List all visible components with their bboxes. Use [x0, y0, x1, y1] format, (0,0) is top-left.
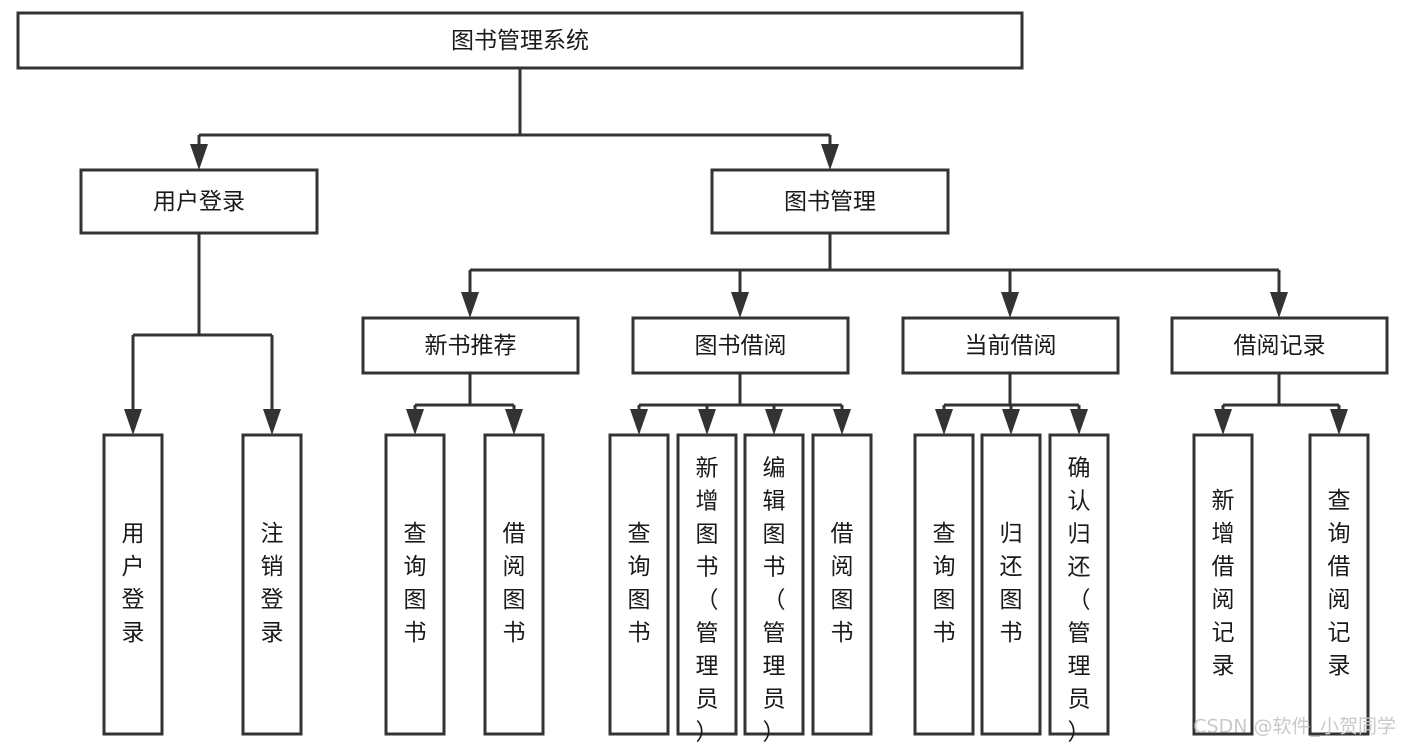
- node-leaf-borrow-add[interactable]: 新增图书（管理员）: [676, 433, 738, 746]
- node-label: 图书借阅: [695, 333, 787, 359]
- arrow-head-icon: [630, 409, 648, 435]
- arrow-head-icon: [935, 409, 953, 435]
- arrow-head-icon: [263, 409, 281, 435]
- node-bookmgmt[interactable]: 图书管理: [710, 168, 950, 235]
- node-login[interactable]: 用户登录: [79, 168, 319, 235]
- node-label: 查询图书: [628, 521, 651, 646]
- node-layer: 图书管理系统用户登录图书管理新书推荐图书借阅当前借阅借阅记录用户登录注销登录查询…: [16, 11, 1389, 746]
- arrow-head-icon: [190, 144, 208, 170]
- arrow-head-icon: [1001, 292, 1019, 318]
- arrow-head-icon: [1270, 292, 1288, 318]
- node-box[interactable]: [743, 433, 805, 736]
- node-leaf-current-return[interactable]: 归还图书: [980, 433, 1042, 736]
- node-leaf-new-borrow[interactable]: 借阅图书: [483, 433, 545, 736]
- connector-group: [461, 233, 1288, 318]
- node-label: 确认归还（管理员）: [1068, 456, 1091, 746]
- node-label: 归还图书: [1000, 521, 1023, 646]
- node-label: 图书管理系统: [451, 28, 589, 54]
- connector-group: [630, 373, 851, 435]
- node-box[interactable]: [710, 168, 950, 235]
- node-label: 查询图书: [404, 521, 427, 646]
- node-records[interactable]: 借阅记录: [1170, 316, 1389, 375]
- node-box[interactable]: [361, 316, 580, 375]
- node-box[interactable]: [608, 433, 670, 736]
- node-label: 编辑图书（管理员）: [763, 456, 786, 746]
- arrow-head-icon: [698, 409, 716, 435]
- node-box[interactable]: [483, 433, 545, 736]
- node-label: 查询图书: [933, 521, 956, 646]
- node-box[interactable]: [1308, 433, 1370, 736]
- node-box[interactable]: [1048, 433, 1110, 736]
- node-box[interactable]: [913, 433, 975, 736]
- node-leaf-new-query[interactable]: 查询图书: [384, 433, 446, 736]
- connector-group: [935, 373, 1088, 435]
- node-box[interactable]: [102, 433, 164, 736]
- connector-layer: [124, 68, 1348, 435]
- arrow-head-icon: [1002, 409, 1020, 435]
- arrow-head-icon: [505, 409, 523, 435]
- node-label: 当前借阅: [965, 333, 1057, 359]
- node-label: 借阅记录: [1234, 333, 1326, 359]
- node-box[interactable]: [980, 433, 1042, 736]
- arrow-head-icon: [833, 409, 851, 435]
- node-leaf-borrow-edit[interactable]: 编辑图书（管理员）: [743, 433, 805, 746]
- node-box[interactable]: [16, 11, 1024, 70]
- node-label: 新书推荐: [425, 333, 517, 359]
- node-current[interactable]: 当前借阅: [901, 316, 1120, 375]
- node-borrow[interactable]: 图书借阅: [631, 316, 850, 375]
- connector-group: [124, 233, 281, 435]
- arrow-head-icon: [406, 409, 424, 435]
- arrow-head-icon: [765, 409, 783, 435]
- node-box[interactable]: [384, 433, 446, 736]
- arrow-head-icon: [821, 144, 839, 170]
- node-leaf-user-logout[interactable]: 注销登录: [241, 433, 303, 736]
- node-label: 新增图书（管理员）: [696, 456, 719, 746]
- node-leaf-record-query[interactable]: 查询借阅记录: [1308, 433, 1370, 736]
- node-label: 借阅图书: [503, 521, 526, 646]
- node-leaf-borrow-lend[interactable]: 借阅图书: [811, 433, 873, 736]
- node-leaf-record-add[interactable]: 新增借阅记录: [1192, 433, 1254, 736]
- arrow-head-icon: [1330, 409, 1348, 435]
- arrow-head-icon: [124, 409, 142, 435]
- node-leaf-current-confirm[interactable]: 确认归还（管理员）: [1048, 433, 1110, 746]
- node-box[interactable]: [1192, 433, 1254, 736]
- node-box[interactable]: [676, 433, 738, 736]
- node-box[interactable]: [241, 433, 303, 736]
- arrow-head-icon: [1214, 409, 1232, 435]
- node-label: 新增借阅记录: [1212, 488, 1235, 679]
- node-box[interactable]: [811, 433, 873, 736]
- node-label: 借阅图书: [831, 521, 854, 646]
- node-label: 用户登录: [122, 521, 145, 646]
- node-box[interactable]: [631, 316, 850, 375]
- node-label: 图书管理: [784, 189, 876, 215]
- node-label: 用户登录: [153, 189, 245, 215]
- connector-group: [1214, 373, 1348, 435]
- node-leaf-current-query[interactable]: 查询图书: [913, 433, 975, 736]
- node-box[interactable]: [1170, 316, 1389, 375]
- arrow-head-icon: [1070, 409, 1088, 435]
- connector-group: [406, 373, 523, 435]
- arrow-head-icon: [461, 292, 479, 318]
- node-label: 查询借阅记录: [1328, 488, 1351, 679]
- connector-group: [190, 68, 839, 170]
- node-root[interactable]: 图书管理系统: [16, 11, 1024, 70]
- node-label: 注销登录: [261, 521, 284, 646]
- node-newbook[interactable]: 新书推荐: [361, 316, 580, 375]
- node-leaf-borrow-query[interactable]: 查询图书: [608, 433, 670, 736]
- node-box[interactable]: [79, 168, 319, 235]
- node-leaf-user-login[interactable]: 用户登录: [102, 433, 164, 736]
- watermark-label: CSDN @软件_小贺同学: [1193, 716, 1396, 738]
- arrow-head-icon: [731, 292, 749, 318]
- node-box[interactable]: [901, 316, 1120, 375]
